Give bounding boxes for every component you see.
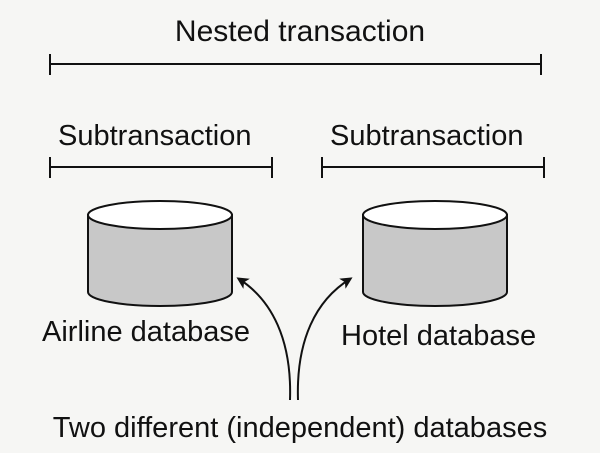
nested-transaction-title: Nested transaction: [174, 15, 426, 48]
hotel-database-icon: [362, 200, 508, 307]
airline-database-label: Airline database: [42, 316, 250, 348]
independent-databases-caption: Two different (independent) databases: [52, 412, 548, 444]
hotel-database-label: Hotel database: [341, 320, 537, 352]
subtransaction-left-bracket: [49, 157, 273, 178]
airline-database-icon: [87, 200, 233, 307]
arrow-to-hotel-database: [296, 277, 353, 401]
subtransaction-right-label: Subtransaction: [330, 120, 524, 152]
subtransaction-right-bracket: [321, 157, 545, 178]
arrow-to-airline-database: [236, 277, 292, 401]
subtransaction-left-label: Subtransaction: [58, 120, 252, 152]
nested-transaction-bracket: [49, 54, 542, 75]
